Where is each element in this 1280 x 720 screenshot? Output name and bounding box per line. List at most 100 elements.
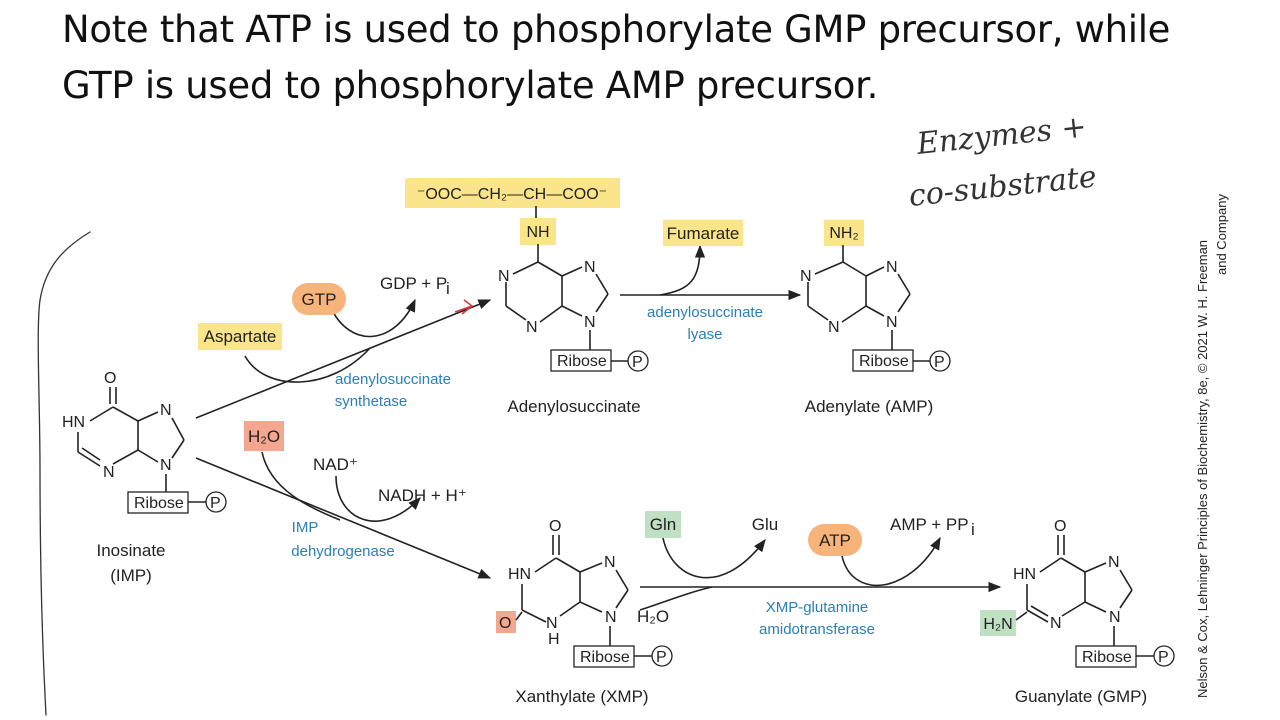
atp-highlight: [808, 524, 862, 556]
amp-n9: N: [886, 314, 898, 331]
amp-ribose-label: Ribose: [859, 353, 909, 370]
adenylosuccinate-n1: N: [498, 268, 510, 285]
amp-n3: N: [828, 319, 840, 336]
xmp-name: Xanthylate (XMP): [515, 687, 648, 706]
enzyme-adsl-line-1: adenylosuccinate: [647, 304, 763, 321]
imp-n3: N: [103, 464, 115, 481]
gln-to-glu-curve: [662, 537, 766, 579]
nadh-label: NADH + H⁺: [378, 486, 467, 505]
adenylosuccinate-structure: ⁻OOC—CH₂—CH—COO⁻ NH N N N N Ribose P: [405, 178, 649, 416]
adenylosuccinate-nh: NH: [526, 224, 549, 241]
h2o-highlight: [244, 421, 284, 451]
imp-abbr: (IMP): [110, 566, 152, 585]
gmp-oxygen: O: [1054, 518, 1066, 535]
credit-line-2: and Company: [1214, 194, 1229, 275]
xmp-n3: N: [546, 615, 558, 632]
adenylosuccinate-n9: N: [584, 314, 596, 331]
imp-ribose-label: Ribose: [134, 495, 184, 512]
imp-to-adenylosuccinate-arrow: [195, 299, 492, 419]
imp-phosphate-circle: [205, 491, 227, 513]
h2o-label: H₂O: [248, 427, 280, 446]
credit-line-1: Nelson & Cox, Lehninger Principles of Bi…: [1195, 240, 1210, 698]
red-ink-arrow: [454, 299, 474, 315]
enzyme-adss-line-1: adenylosuccinate: [335, 371, 451, 388]
xmp-h2o-label: H₂O: [637, 607, 669, 626]
xmp-oxygen-highlight: [496, 611, 516, 633]
succinyl-chain: ⁻OOC—CH₂—CH—COO⁻: [417, 186, 607, 203]
slide-heading-line-1: Note that ATP is used to phosphorylate G…: [62, 8, 1171, 51]
imp-n9: N: [160, 457, 172, 474]
enzyme-adss-line-2: synthetase: [335, 393, 408, 410]
gmp-n7: N: [1108, 554, 1120, 571]
xmp-phosphate-label: P: [656, 649, 667, 666]
imp-to-xmp-arrow: [195, 457, 492, 579]
xmp-n7: N: [604, 554, 616, 571]
atp-label: ATP: [819, 531, 851, 550]
xmp-n3-h: H: [548, 631, 560, 648]
gtp-highlight: [292, 283, 346, 315]
gmp-n3: N: [1050, 615, 1062, 632]
gmp-phosphate-circle: [1153, 645, 1175, 667]
enzyme-gmps-line-2: amidotransferase: [759, 621, 875, 638]
fumarate-out-curve: [659, 244, 706, 296]
h2o-in-curve: [261, 451, 341, 521]
hand-drawn-bracket: [37, 231, 91, 716]
xmp-c2-oxygen: O: [499, 615, 511, 632]
gln-label: Gln: [650, 515, 676, 534]
amp-structure: NH₂ N N N N Ribose P Adenylate (AMP): [800, 220, 951, 416]
enzyme-impdh-line-2: dehydrogenase: [291, 543, 394, 560]
nad-to-nadh-curve: [335, 475, 421, 522]
h2n-highlight: [980, 610, 1016, 636]
fumarate-label: Fumarate: [667, 224, 740, 243]
amp-ppi-subscript: i: [971, 520, 975, 539]
enzyme-gmps-line-1: XMP-glutamine: [766, 599, 869, 616]
nh2-highlight: [824, 220, 864, 246]
gtp-label: GTP: [302, 290, 337, 309]
imp-name: Inosinate: [97, 541, 166, 560]
h2o-in-curve-xmp: [639, 586, 713, 611]
amp-phosphate-circle: [929, 350, 951, 372]
gdp-pi-subscript: i: [446, 279, 450, 298]
adenylosuccinate-ribose-label: Ribose: [557, 353, 607, 370]
aspartate-label: Aspartate: [204, 327, 277, 346]
amp-ppi-label: AMP + PP: [890, 515, 969, 534]
atp-to-amp-curve: [841, 536, 941, 587]
amp-name: Adenylate (AMP): [805, 397, 934, 416]
adenylosuccinate-n7: N: [584, 259, 596, 276]
aspartate-in-curve: [244, 347, 371, 383]
amp-n1: N: [800, 268, 812, 285]
xmp-n9: N: [605, 609, 617, 626]
adenylosuccinate-phosphate-label: P: [632, 354, 643, 371]
adenylosuccinate-n3: N: [526, 319, 538, 336]
imp-hn: HN: [62, 414, 85, 431]
adenylosuccinate-name: Adenylosuccinate: [507, 397, 640, 416]
gmp-hn: HN: [1013, 566, 1036, 583]
gtp-to-gdp-curve: [329, 298, 416, 338]
xmp-hn: HN: [508, 566, 531, 583]
gmp-n9: N: [1109, 609, 1121, 626]
succinyl-highlight: [405, 178, 620, 208]
gmp-ribose-label: Ribose: [1082, 649, 1132, 666]
enzyme-adsl-line-2: lyase: [687, 326, 722, 343]
fumarate-highlight: [663, 220, 743, 246]
glu-label: Glu: [752, 515, 778, 534]
imp-oxygen: O: [104, 370, 116, 387]
imp-structure: O HN N N N Ribose P Inosinate (IMP): [62, 370, 227, 585]
amp-nh2: NH₂: [829, 225, 858, 242]
gmp-h2n: H₂N: [983, 616, 1012, 633]
xmp-phosphate-circle: [651, 645, 673, 667]
imp-n7: N: [160, 402, 172, 419]
gmp-name: Guanylate (GMP): [1015, 687, 1147, 706]
xmp-top-oxygen: O: [549, 518, 561, 535]
slide-heading-line-2: GTP is used to phosphorylate AMP precurs…: [62, 64, 879, 107]
amp-phosphate-label: P: [934, 354, 945, 371]
xmp-structure: O HN O N H N N Ribose P: [496, 518, 673, 706]
adenylosuccinate-phosphate-circle: [627, 350, 649, 372]
xmp-ribose-label: Ribose: [580, 649, 630, 666]
handwritten-enzymes-note: Enzymes +: [914, 109, 1088, 162]
imp-phosphate-label: P: [210, 495, 221, 512]
gmp-phosphate-label: P: [1158, 649, 1169, 666]
gdp-pi-label: GDP + P: [380, 274, 447, 293]
